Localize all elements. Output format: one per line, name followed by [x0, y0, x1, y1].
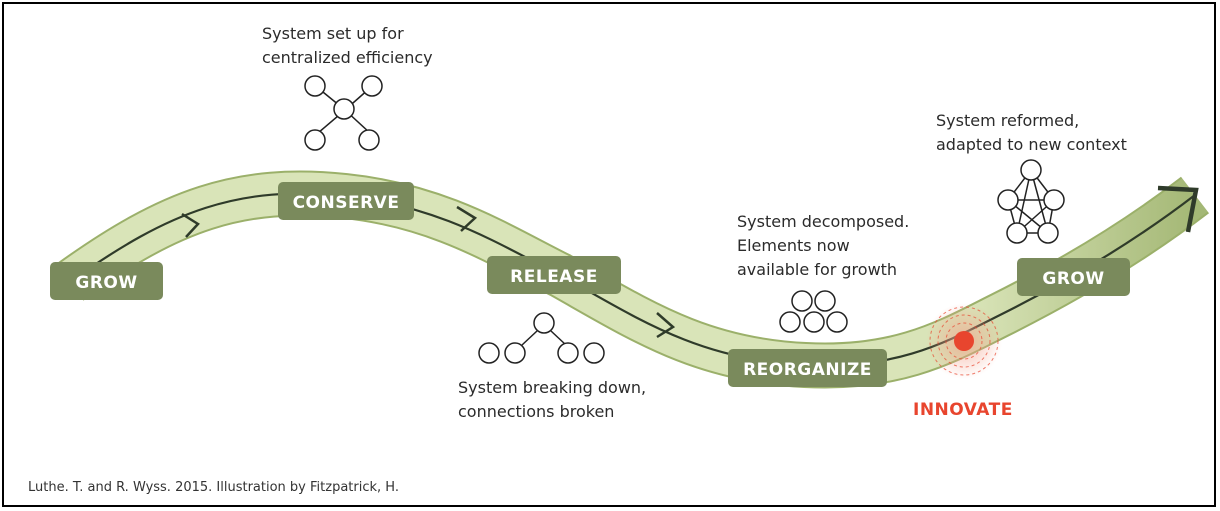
innovate-label: INNOVATE: [913, 400, 1013, 420]
direction-arrow: [181, 212, 200, 238]
stage-grow-end: GROW: [1017, 258, 1130, 296]
grow-end-annotation: System reformed, adapted to new context: [936, 109, 1127, 157]
stage-reorganize: REORGANIZE: [728, 349, 887, 387]
svg-text:RELEASE: RELEASE: [510, 267, 598, 287]
svg-text:GROW: GROW: [75, 273, 137, 293]
credit-line: Luthe. T. and R. Wyss. 2015. Illustratio…: [28, 480, 399, 495]
annotation-line: connections broken: [458, 402, 615, 421]
annotation-line: System reformed,: [936, 111, 1080, 130]
decomposed-elements-icon: [779, 290, 848, 333]
release-annotation: System breaking down, connections broken: [458, 376, 646, 424]
stage-grow-start: GROW: [50, 262, 163, 300]
direction-arrow: [456, 205, 478, 232]
innovate-marker: [926, 303, 1002, 379]
reorganize-annotation: System decomposed. Elements now availabl…: [737, 210, 909, 282]
annotation-line: System set up for: [262, 24, 404, 43]
reformed-network-icon: [997, 159, 1065, 244]
annotation-line: System breaking down,: [458, 378, 647, 397]
conserve-annotation: System set up for centralized efficiency: [262, 22, 433, 70]
end-arrowhead: [1157, 185, 1199, 233]
centralized-network-icon: [304, 75, 383, 151]
direction-arrow: [656, 312, 676, 339]
stage-conserve: CONSERVE: [278, 182, 414, 220]
annotation-line: centralized efficiency: [262, 48, 433, 67]
annotation-line: System decomposed.: [737, 212, 910, 231]
annotation-line: adapted to new context: [936, 135, 1127, 154]
breaking-network-icon: [478, 312, 605, 364]
annotation-line: available for growth: [737, 260, 898, 279]
stage-release: RELEASE: [487, 256, 621, 294]
svg-text:REORGANIZE: REORGANIZE: [743, 360, 872, 380]
svg-text:GROW: GROW: [1042, 269, 1104, 289]
svg-text:CONSERVE: CONSERVE: [293, 193, 400, 213]
annotation-line: Elements now: [737, 236, 850, 255]
